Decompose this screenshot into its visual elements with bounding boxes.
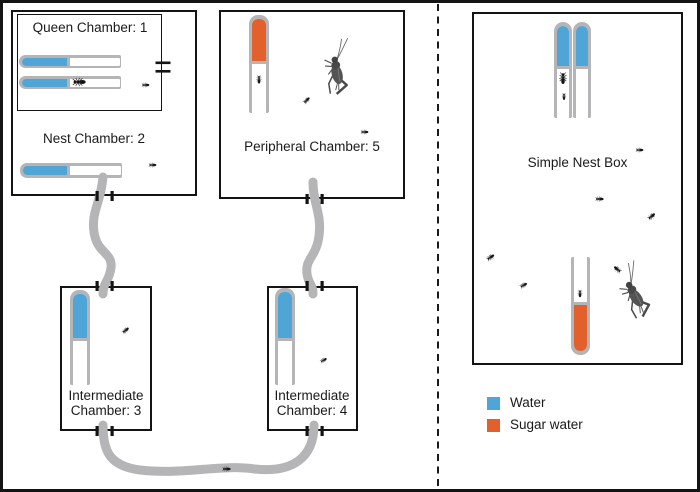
- water-fill: [278, 292, 292, 341]
- peripheral-chamber-box: [219, 10, 405, 199]
- legend-sugar-water-label: Sugar water: [510, 417, 583, 432]
- water-tube: [275, 288, 295, 385]
- sugar-water-tube: [249, 15, 269, 113]
- legend-water-swatch: [487, 397, 500, 410]
- connecting-tube-chamber3-to-chamber4: [98, 420, 319, 476]
- sugar-water-fill: [252, 19, 266, 64]
- queen-chamber-label: Queen Chamber: 1: [32, 20, 148, 35]
- intermediate-chamber-3-label-line2: Chamber: 3: [70, 403, 142, 418]
- water-fill: [23, 166, 70, 175]
- sugar-water-tube: [571, 257, 590, 355]
- water-tube: [70, 290, 90, 385]
- water-fill: [22, 78, 70, 87]
- intermediate-chamber-4-label: Intermediate Chamber: 4: [262, 388, 362, 418]
- water-tube: [573, 22, 591, 118]
- peripheral-chamber-label: Peripheral Chamber: 5: [244, 139, 380, 154]
- water-tube: [19, 55, 121, 68]
- simple-nest-box: [472, 12, 683, 365]
- legend-water-label: Water: [510, 395, 546, 410]
- water-fill: [557, 26, 569, 69]
- water-fill: [576, 26, 588, 69]
- intermediate-chamber-4-label-line2: Chamber: 4: [276, 403, 348, 418]
- simple-nest-box-label: Simple Nest Box: [527, 155, 628, 170]
- intermediate-chamber-3-label: Intermediate Chamber: 3: [56, 388, 156, 418]
- water-tube: [554, 22, 572, 118]
- tube-bore: [23, 166, 121, 175]
- water-fill: [22, 57, 70, 66]
- water-tube: [20, 163, 122, 178]
- water-tube: [19, 76, 121, 89]
- tube-bore: [22, 57, 120, 66]
- legend-sugar-water-swatch: [487, 419, 500, 432]
- intermediate-chamber-4-label-line1: Intermediate: [274, 388, 350, 403]
- ant-icon: [222, 466, 231, 472]
- intermediate-chamber-3-label-line1: Intermediate: [68, 388, 144, 403]
- tube-bore: [22, 78, 120, 87]
- water-fill: [73, 294, 87, 341]
- sugar-water-fill: [574, 302, 587, 351]
- nest-chamber-label: Nest Chamber: 2: [42, 131, 146, 146]
